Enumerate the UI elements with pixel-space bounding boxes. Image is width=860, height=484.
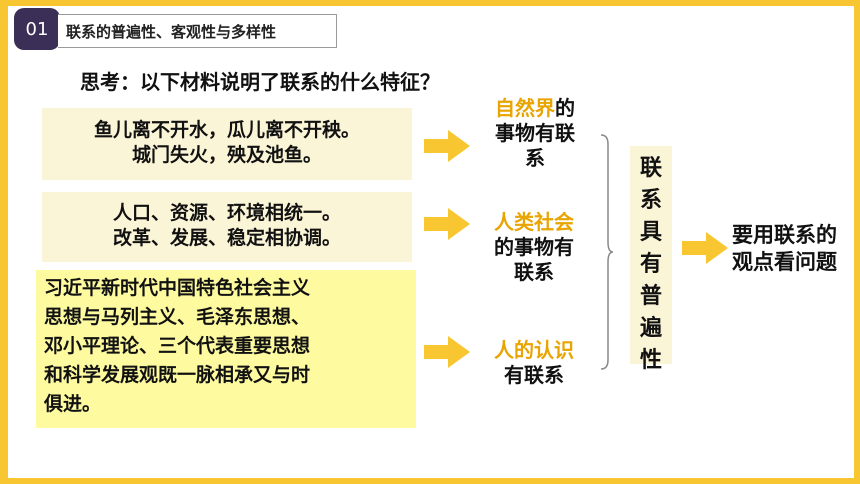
section-title: 联系的普遍性、客观性与多样性 bbox=[58, 14, 337, 48]
material-line: 人口、资源、环境相统一。 bbox=[112, 202, 341, 224]
material-line: 邓小平理论、三个代表重要思想 bbox=[44, 335, 311, 357]
vertical-char: 性 bbox=[639, 348, 662, 373]
material-line: 城门失火，殃及池鱼。 bbox=[131, 144, 322, 166]
label-text: 有联系 bbox=[504, 363, 564, 387]
arrow-right-icon bbox=[682, 232, 728, 264]
label-nature: 自然界的 事物有联 系 bbox=[482, 96, 588, 171]
label-accent: 人类社会 bbox=[494, 210, 574, 234]
vertical-char: 具 bbox=[639, 220, 662, 245]
vertical-char: 联 bbox=[639, 156, 662, 181]
vertical-char: 普 bbox=[639, 284, 662, 309]
label-text: 的 bbox=[555, 96, 575, 120]
label-society: 人类社会 的事物有 联系 bbox=[478, 210, 590, 285]
material-box-thinking: 习近平新时代中国特色社会主义 思想与马列主义、毛泽东思想、 邓小平理论、三个代表… bbox=[36, 270, 416, 428]
question-text: 思考：以下材料说明了联系的什么特征？ bbox=[80, 70, 440, 94]
label-text: 系 bbox=[525, 146, 545, 170]
material-line: 改革、发展、稳定相协调。 bbox=[112, 227, 341, 249]
label-thinking: 人的认识 有联系 bbox=[478, 338, 590, 388]
material-line: 和科学发展观既一脉相承又与时 bbox=[44, 364, 311, 386]
vertical-char: 有 bbox=[639, 252, 662, 277]
material-box-nature: 鱼儿离不开水，瓜儿离不开秧。 城门失火，殃及池鱼。 bbox=[42, 108, 412, 180]
material-line: 俱进。 bbox=[44, 393, 102, 415]
section-number-badge: 01 bbox=[14, 8, 60, 50]
material-box-society: 人口、资源、环境相统一。 改革、发展、稳定相协调。 bbox=[42, 192, 412, 262]
brace-icon bbox=[600, 134, 614, 370]
label-text: 联系 bbox=[514, 260, 554, 284]
slide: 01 联系的普遍性、客观性与多样性 思考：以下材料说明了联系的什么特征？ 鱼儿离… bbox=[8, 6, 854, 478]
conclusion-text: 要用联系的观点看问题 bbox=[732, 223, 837, 274]
material-line: 思想与马列主义、毛泽东思想、 bbox=[44, 306, 311, 328]
label-accent: 自然界 bbox=[495, 96, 555, 120]
vertical-char: 遍 bbox=[639, 316, 662, 341]
arrow-right-icon bbox=[424, 208, 470, 240]
label-text: 的事物有 bbox=[494, 235, 574, 259]
material-line: 鱼儿离不开水，瓜儿离不开秧。 bbox=[93, 119, 360, 141]
label-text: 事物有联 bbox=[495, 121, 575, 145]
universality-box: 联 系 具 有 普 遍 性 bbox=[630, 146, 672, 373]
label-accent: 人的认识 bbox=[494, 338, 574, 362]
vertical-char: 系 bbox=[639, 188, 662, 213]
arrow-right-icon bbox=[424, 130, 470, 162]
material-line: 习近平新时代中国特色社会主义 bbox=[44, 277, 311, 299]
arrow-right-icon bbox=[424, 336, 470, 368]
